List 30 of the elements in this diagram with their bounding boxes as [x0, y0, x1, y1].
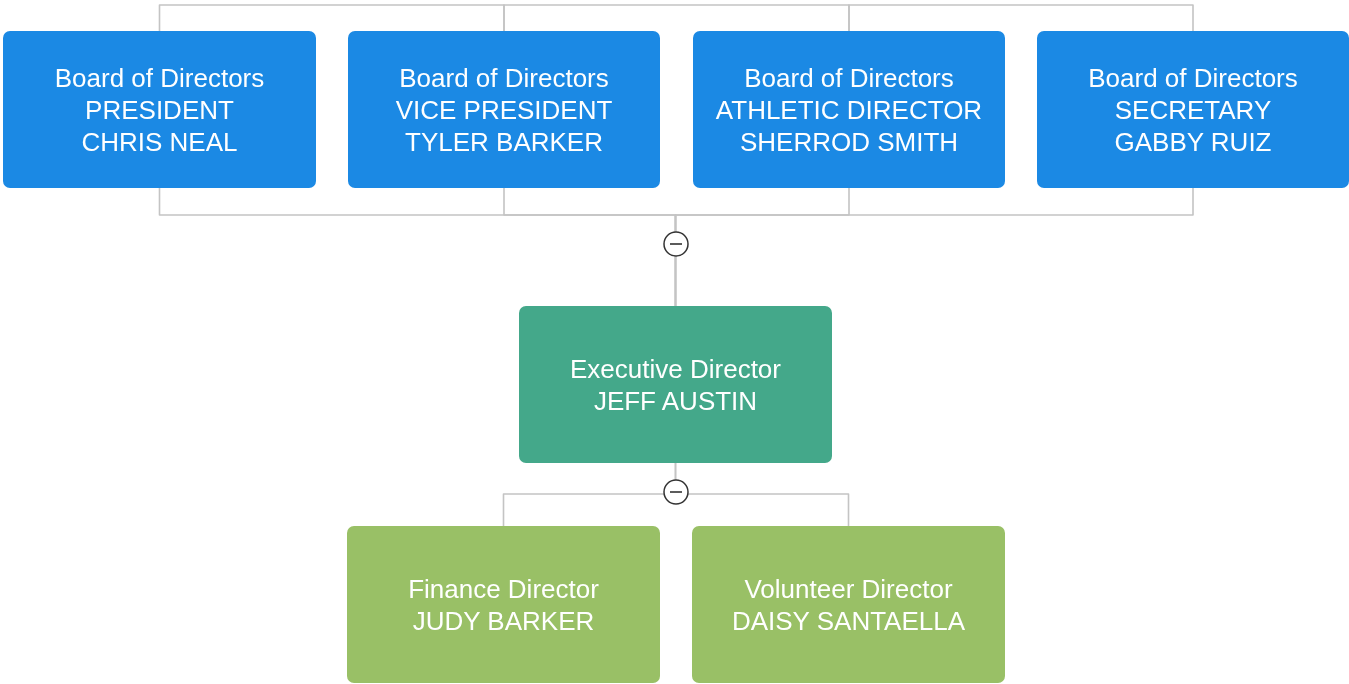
org-chart-box	[3, 31, 316, 188]
person-name: CHRIS NEAL	[81, 125, 238, 158]
role-title: Board of Directors	[54, 61, 265, 94]
person-name: SHERROD SMITH	[739, 125, 959, 158]
role-title: Board of Directors	[744, 61, 954, 94]
org-chart-box	[1037, 31, 1349, 188]
person-name: VICE PRESIDENT	[395, 93, 613, 126]
connector-line	[158, 4, 505, 32]
org-chart-box	[347, 526, 660, 683]
person-name: DAISY SANTAELLA	[731, 604, 966, 637]
person-name: PRESIDENT	[85, 93, 234, 126]
connector-line	[674, 187, 1194, 307]
connector-line	[503, 4, 850, 32]
person-name: ATHLETIC DIRECTOR	[715, 93, 983, 126]
person-name: JEFF AUSTIN	[593, 384, 758, 417]
org-chart-box	[519, 306, 832, 463]
person-name: SECRETARY	[1114, 93, 1272, 126]
person-name: TYLER BARKER	[405, 125, 603, 158]
role-title: Volunteer Director	[744, 572, 953, 605]
person-name: GABBY RUIZ	[1114, 125, 1272, 158]
role-title: Finance Director	[408, 572, 599, 605]
org-chart-box	[348, 31, 660, 188]
org-chart-box	[693, 31, 1005, 188]
connector-line	[674, 462, 850, 527]
org-chart-box	[692, 526, 1005, 683]
role-title: Board of Directors	[1088, 61, 1298, 94]
role-title: Executive Director	[570, 352, 781, 385]
person-name: JUDY BARKER	[412, 604, 595, 637]
connector-line	[848, 4, 1194, 32]
role-title: Board of Directors	[399, 61, 609, 94]
